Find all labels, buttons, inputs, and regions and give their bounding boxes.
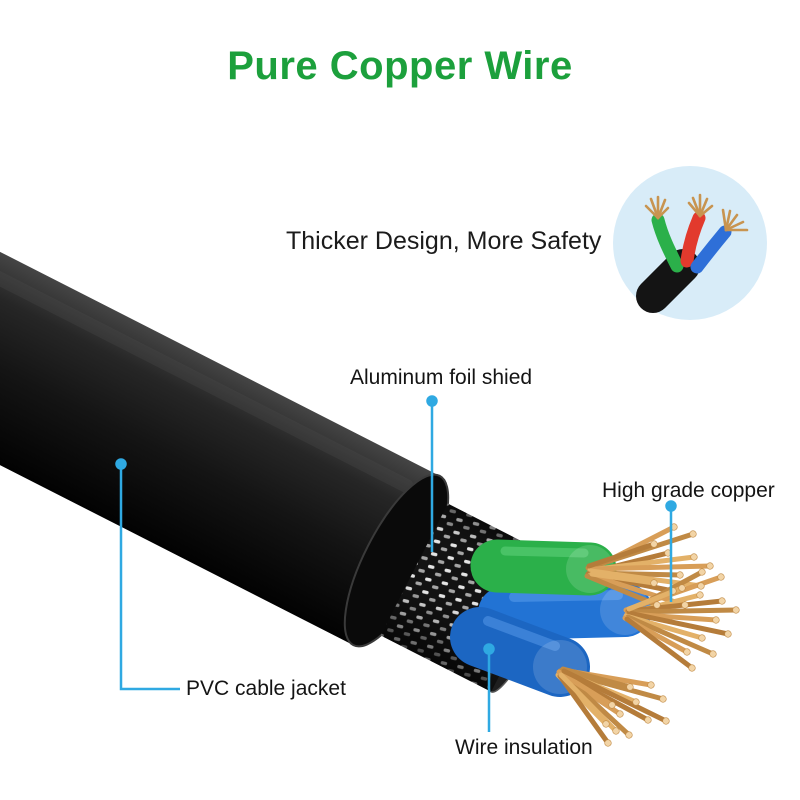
label-aluminum-foil-shield: Aluminum foil shied [350, 366, 533, 389]
callout-line-jacket [119, 464, 180, 691]
label-wire-insulation: Wire insulation [455, 736, 593, 759]
inset-copper-tips [644, 193, 749, 232]
inset-thumbnail [613, 166, 767, 320]
blue-wire-bottom [450, 607, 590, 697]
copper-strand-tips [602, 523, 740, 747]
inset-caption: Thicker Design, More Safety [286, 227, 602, 255]
label-pvc-cable-jacket: PVC cable jacket [186, 677, 346, 700]
blue-wire-center [478, 583, 652, 640]
callout-lines [115, 395, 677, 732]
copper-strands-mid [622, 569, 739, 671]
copper-strands-bottom [555, 666, 669, 746]
inset-blue-wire [690, 225, 732, 274]
inset-mini-cable [636, 193, 749, 313]
inner-wires [450, 539, 652, 697]
pvc-jacket [0, 136, 450, 648]
page-title: Pure Copper Wire [227, 44, 573, 88]
inset-green-wire [651, 213, 684, 273]
label-high-grade-copper: High grade copper [602, 479, 775, 502]
inset-red-wire [680, 211, 706, 268]
green-wire [470, 539, 617, 596]
